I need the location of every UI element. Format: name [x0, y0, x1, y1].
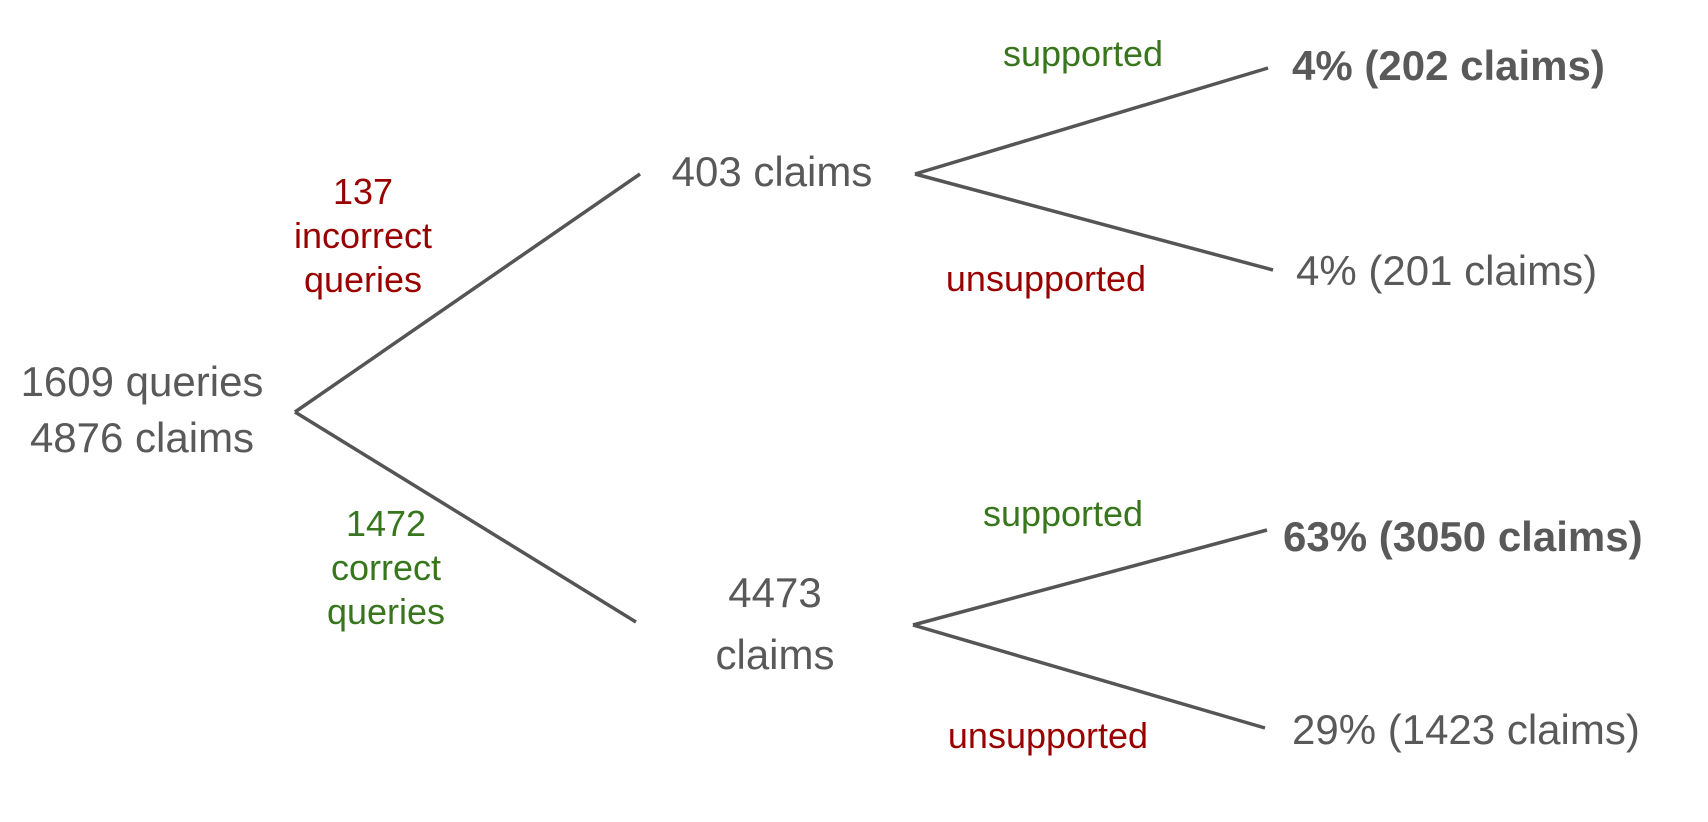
root-node: 1609 queries 4876 claims [21, 354, 264, 466]
correct-claims-word: claims [715, 631, 835, 678]
result-incorrect-supported: 4% (202 claims) [1292, 42, 1605, 89]
correct-claims-count: 4473 [728, 569, 822, 616]
edge-root-to-correct [294, 410, 637, 624]
edge-label-correct-queries: 1472 correct queries [327, 502, 445, 634]
edge-label-correct-unsupported: unsupported [947, 715, 1149, 756]
node-incorrect-claims: 403 claims [671, 148, 873, 195]
correct-word1: correct [330, 547, 442, 588]
node-correct-claims: 4473 claims [715, 562, 834, 686]
result-correct-supported: 63% (3050 claims) [1283, 513, 1643, 560]
result-correct-unsupported: 29% (1423 claims) [1292, 706, 1640, 753]
incorrect-count: 137 [332, 171, 394, 212]
edge-root-to-incorrect [294, 172, 641, 414]
root-node-queries: 1609 queries [20, 358, 264, 405]
edge-label-incorrect-unsupported: unsupported [945, 258, 1147, 299]
root-node-claims: 4876 claims [29, 414, 255, 461]
edge-incorrect-unsupported [914, 172, 1274, 272]
incorrect-word1: incorrect [293, 215, 433, 256]
result-incorrect-unsupported: 4% (201 claims) [1296, 247, 1598, 294]
edge-label-correct-supported: supported [982, 493, 1144, 534]
edge-correct-unsupported [912, 623, 1266, 730]
correct-count: 1472 [345, 503, 427, 544]
edge-label-incorrect-supported: supported [1002, 33, 1164, 74]
edge-label-incorrect-queries: 137 incorrect queries [294, 170, 432, 302]
edge-incorrect-supported [914, 66, 1269, 176]
edge-correct-supported [912, 528, 1268, 627]
correct-word2: queries [326, 591, 446, 632]
incorrect-word2: queries [303, 259, 423, 300]
